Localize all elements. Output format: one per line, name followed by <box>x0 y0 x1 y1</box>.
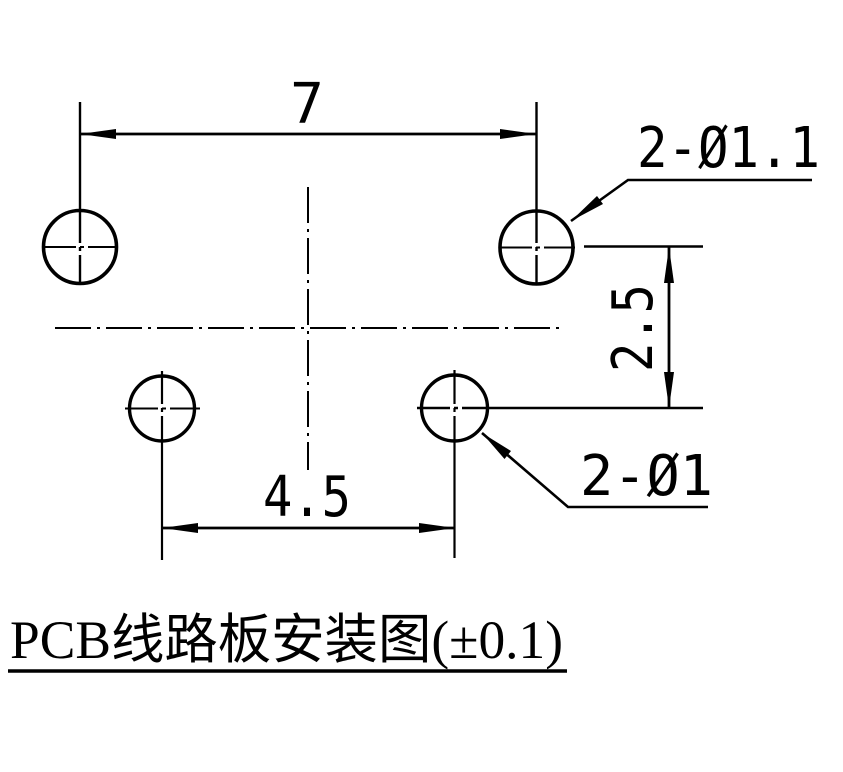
arrowhead-right-icon <box>500 129 536 139</box>
hole-callout-top: 2-Ø1.1 <box>637 116 820 181</box>
dimension-label-top-spacing: 7 <box>290 72 324 137</box>
leader-line-bottom-holes <box>481 432 708 509</box>
dimension-label-row-spacing: 2.5 <box>601 284 666 372</box>
dimension-label-bottom-spacing: 4.5 <box>263 465 351 530</box>
hole-callout-bottom: 2-Ø1 <box>580 444 713 509</box>
arrowhead-down-icon <box>664 372 674 408</box>
leader-arrowhead-icon <box>571 196 603 221</box>
leader-arrowhead-icon <box>482 433 511 459</box>
arrowhead-left-icon <box>80 129 116 139</box>
arrowhead-left-icon <box>162 523 198 533</box>
arrowhead-up-icon <box>664 247 674 283</box>
arrowhead-right-icon <box>419 523 455 533</box>
drawing-title: PCB线路板安装图(±0.1) <box>10 610 563 670</box>
leader-line-top-holes <box>570 178 812 223</box>
